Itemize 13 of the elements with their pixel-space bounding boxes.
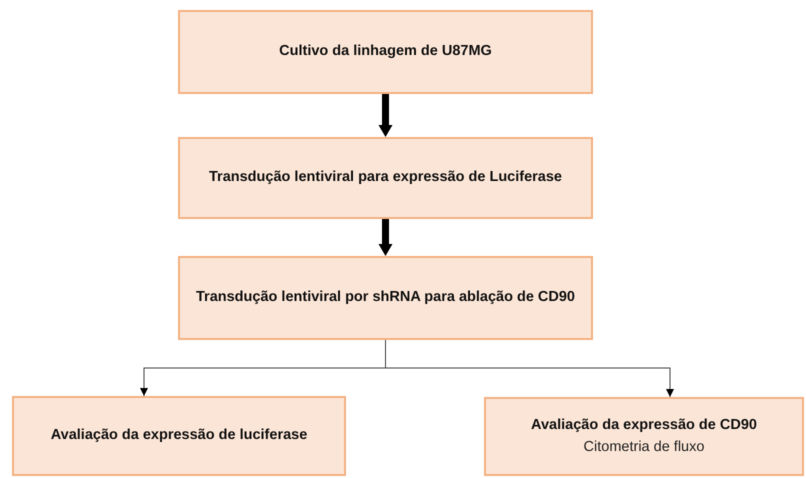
process-box xyxy=(178,256,593,340)
step-title: Avaliação da expressão de luciferase xyxy=(50,426,308,446)
step-title: Cultivo da linhagem de U87MG xyxy=(279,42,492,62)
step-title: Avaliação da expressão de CD90 xyxy=(531,416,757,436)
arrow xyxy=(378,219,392,256)
process-box xyxy=(178,10,593,94)
step-method: Citometria de fluxo xyxy=(584,438,704,456)
arrow xyxy=(378,94,392,137)
step-title: Transdução lentiviral para expressão de Luciferase xyxy=(209,168,562,188)
process-box xyxy=(178,137,593,219)
step-title: Transdução lentiviral por shRNA para ablação de CD90 xyxy=(196,288,575,308)
process-box xyxy=(12,396,346,476)
process-box xyxy=(484,397,804,476)
